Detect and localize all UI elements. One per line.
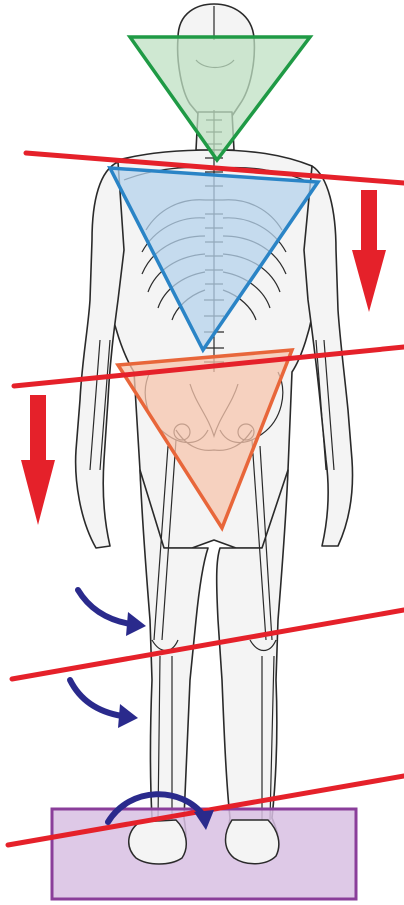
shoulder-drop-arrow (352, 190, 386, 312)
hip-drop-arrow (21, 395, 55, 525)
left-arm (76, 162, 124, 548)
knee-level-line (12, 610, 404, 679)
shin-rotation-arrow (70, 680, 122, 716)
thigh-arrowhead (126, 612, 146, 636)
left-foot (129, 820, 187, 864)
shin-arrowhead (118, 704, 138, 728)
thigh-rotation-arrow (78, 590, 130, 624)
right-foot (226, 820, 279, 864)
head-triangle (130, 37, 310, 160)
